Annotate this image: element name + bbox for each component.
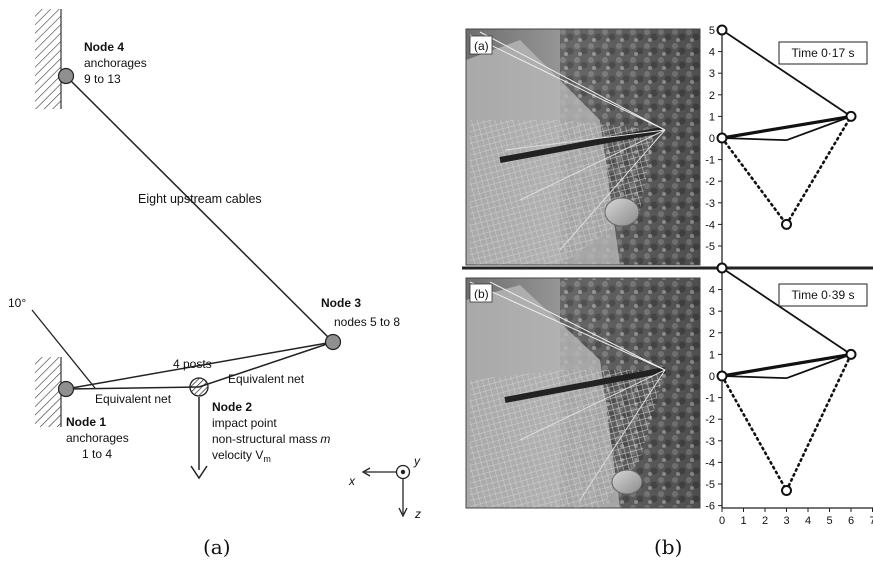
net-line-right	[198, 341, 334, 388]
angle-label: 10°	[8, 296, 26, 310]
time-label: Time 0·39 s	[792, 288, 855, 302]
wall-bottom	[35, 357, 61, 427]
wall-top	[35, 9, 61, 109]
plot-node-marker	[716, 24, 728, 36]
plot-node-marker	[781, 484, 792, 496]
plot-line-solid	[721, 137, 787, 142]
plot-y-tick-label: 0	[709, 133, 715, 145]
axis-y-label: y	[413, 454, 421, 468]
plot-node-marker	[845, 348, 857, 360]
node-2-title: Node 2	[212, 400, 252, 414]
node-4-marker	[57, 67, 75, 85]
plot-y-tick-label: 1	[709, 349, 715, 361]
plot-y-tick-label: 3	[709, 306, 715, 318]
plot-line-solid	[786, 115, 852, 142]
plot-line-dotted	[720, 136, 788, 226]
plot-x-tick-label: 3	[783, 515, 789, 527]
plot-y-tick-label: 3	[709, 68, 715, 80]
node-3-title: Node 3	[321, 296, 361, 310]
plot-x-tick-label: 6	[848, 515, 854, 527]
upstream-cable	[65, 75, 334, 343]
plot-node-marker	[716, 132, 728, 144]
plot-y-tick-label: 4	[709, 47, 715, 59]
coordinate-axes: x y z	[348, 454, 421, 521]
plot-y-tick-label: 2	[709, 328, 715, 340]
photo-a-label: (a)	[474, 39, 489, 53]
plot-node-marker	[845, 110, 857, 122]
net-line-left	[65, 386, 200, 390]
time-label-box	[778, 283, 868, 307]
axis-z-label: z	[414, 507, 421, 521]
plot-line-dotted	[720, 374, 788, 492]
plot-y-tick-label: -4	[705, 219, 715, 231]
plot-y-tick-label: 2	[709, 90, 715, 102]
node-1-line2: 1 to 4	[82, 447, 112, 461]
time-label: Time 0·17 s	[792, 46, 855, 60]
plot-y-tick-label: -4	[705, 457, 715, 469]
net-line-top	[65, 341, 334, 390]
plot-y-tick-label: -2	[705, 414, 715, 426]
node-3-line1: nodes 5 to 8	[334, 315, 400, 329]
plot-line-thick	[721, 352, 852, 378]
plot-y-tick-label: -1	[705, 155, 715, 167]
plot-x-tick-label: 4	[805, 515, 811, 527]
node-4-line2: 9 to 13	[84, 72, 121, 86]
node-2-line3: velocity Vm	[212, 448, 271, 464]
net-label-left: Equivalent net	[95, 392, 172, 406]
plot-y-tick-label: 5	[709, 25, 715, 37]
axis-x-label: x	[348, 474, 356, 488]
time-label-box	[778, 41, 868, 65]
photo-b: (b)	[465, 277, 701, 509]
plot-y-tick-label: 1	[709, 111, 715, 123]
plot-line-solid	[721, 267, 852, 356]
plot-line-dotted	[785, 353, 853, 492]
photo-b-label: (b)	[474, 287, 489, 301]
caption-b: (b)	[654, 535, 682, 559]
plot-y-tick-label: -3	[705, 436, 715, 448]
plot-time-017: 5 4 3 2 1 0 -1 -2 -3 -4 -5 Time 0·17 s	[705, 24, 868, 265]
caption-a: (a)	[203, 535, 231, 559]
plot-line-dotted	[785, 115, 853, 226]
panel-a-schematic: Node 4 anchorages 9 to 13 Eight upstream…	[8, 9, 421, 559]
velocity-arrow-head	[190, 465, 208, 480]
plot-x-tick-label: 5	[826, 515, 832, 527]
plot-y-tick-label: -6	[705, 501, 715, 513]
node-1-line1: anchorages	[66, 431, 129, 445]
posts-label: 4 posts	[173, 357, 212, 371]
node-4-title: Node 4	[84, 40, 124, 54]
plot-line-solid	[721, 375, 787, 380]
plot-node-marker	[716, 262, 728, 274]
net-label-right: Equivalent net	[228, 372, 305, 386]
node-1-marker	[57, 380, 75, 398]
plot-line-thick	[721, 114, 852, 140]
plot-y-tick-label: 0	[709, 371, 715, 383]
plot-x-tick-label: 0	[719, 515, 725, 527]
plot-x-tick-label: 7	[869, 515, 873, 527]
plot-time-039: 4 3 2 1 0 -1 -2 -3 -4 -5 -6 0 1 2 3 4 5 6 7 Time 0·39 s	[705, 262, 873, 527]
node-1-title: Node 1	[66, 415, 106, 429]
node-3-marker	[324, 333, 342, 351]
plot-line-solid	[721, 29, 852, 118]
plot-x-tick-label: 1	[740, 515, 746, 527]
plot-y-tick-label: 4	[709, 285, 715, 297]
post-angle-line	[31, 309, 96, 389]
plot-node-marker	[716, 370, 728, 382]
upstream-label: Eight upstream cables	[138, 192, 262, 206]
plot-node-marker	[781, 218, 792, 230]
plot-y-tick-label: -3	[705, 198, 715, 210]
plot-y-tick-label: -5	[705, 479, 715, 491]
plot-y-tick-label: -5	[705, 241, 715, 253]
plot-line-solid	[786, 353, 852, 380]
plot-y-tick-label: -2	[705, 176, 715, 188]
photo-a: (a)	[465, 28, 701, 266]
node-2-marker	[189, 377, 209, 397]
node-2-line1: impact point	[212, 416, 277, 430]
node-4-line1: anchorages	[84, 56, 147, 70]
plot-y-tick-label: -1	[705, 393, 715, 405]
plot-x-tick-label: 2	[762, 515, 768, 527]
